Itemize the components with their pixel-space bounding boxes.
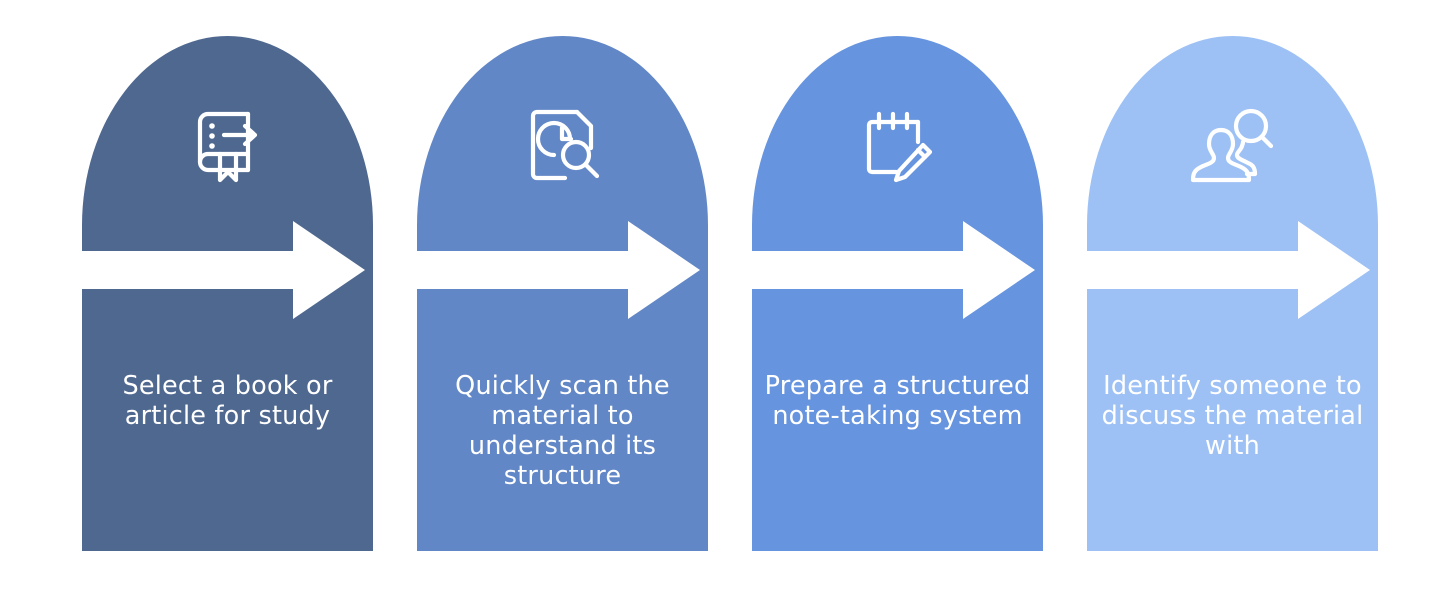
book-bookmark-arrow-icon — [197, 111, 257, 183]
step-3[interactable]: Prepare a structured note-taking system — [730, 36, 1043, 551]
people-search-icon — [1190, 108, 1273, 183]
step-4[interactable]: Identify someone to discuss the material… — [1065, 36, 1378, 551]
step-3-caption: Prepare a structured note-taking system — [764, 371, 1031, 431]
step-4-caption: Identify someone to discuss the material… — [1101, 371, 1364, 461]
step-4-icon-container — [1087, 98, 1378, 194]
step-1-icon-container — [82, 98, 373, 194]
document-clock-search-icon — [530, 109, 599, 181]
step-2[interactable]: Quickly scan the material to understand … — [395, 36, 708, 551]
notepad-pencil-icon — [866, 111, 932, 183]
step-3-icon-container — [752, 98, 1043, 194]
step-2-caption: Quickly scan the material to understand … — [455, 371, 670, 491]
step-1-caption: Select a book or article for study — [122, 371, 333, 431]
step-2-icon-container — [417, 98, 708, 194]
step-1[interactable]: Select a book or article for study — [60, 36, 373, 551]
